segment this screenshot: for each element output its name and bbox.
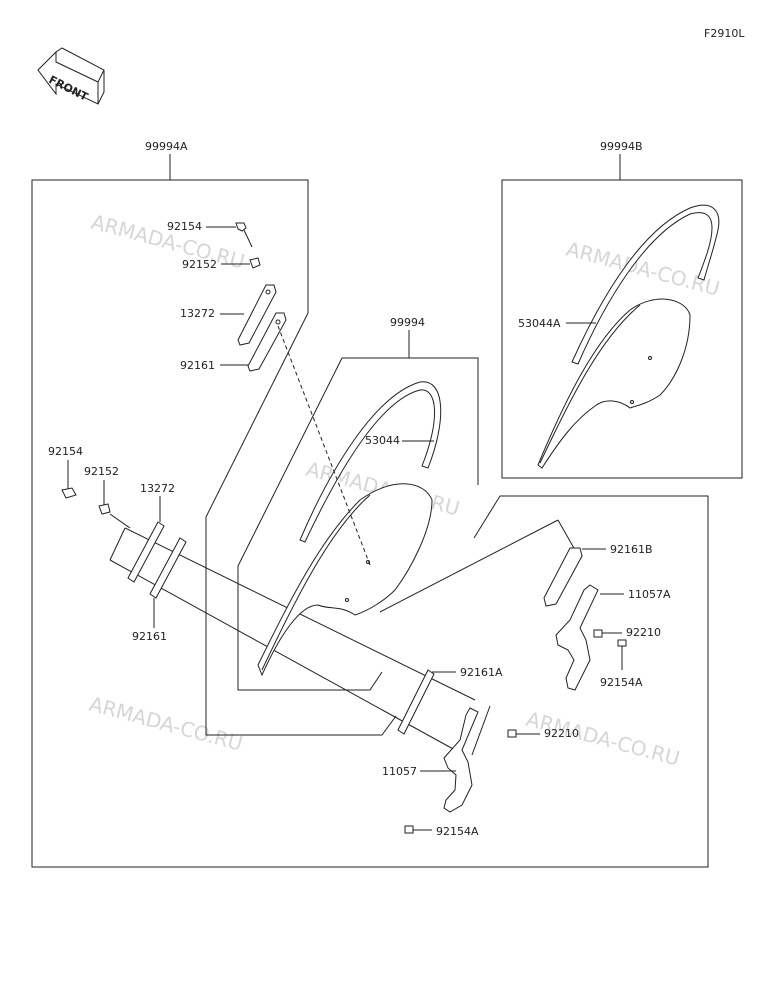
group-label-99994b: 99994B bbox=[600, 140, 643, 153]
trim-53044: 53044 bbox=[299, 381, 442, 543]
label-92152-top: 92152 bbox=[182, 258, 217, 271]
label-92154-left: 92154 bbox=[48, 445, 83, 458]
group-99994b-frame: 99994B bbox=[501, 140, 743, 479]
windshield-main bbox=[257, 483, 433, 677]
label-92152-left: 92152 bbox=[84, 465, 119, 478]
label-53044a: 53044A bbox=[518, 317, 561, 330]
group-label-99994: 99994 bbox=[390, 316, 425, 329]
label-92154a-bottom: 92154A bbox=[436, 825, 479, 838]
group-99994a-frame: 99994A bbox=[31, 140, 709, 868]
label-92161a: 92161A bbox=[460, 666, 503, 679]
label-92161-left: 92161 bbox=[132, 630, 167, 643]
diagram-code: F2910L bbox=[704, 27, 745, 40]
label-92154a-right: 92154A bbox=[600, 676, 643, 689]
right-bracket-group: 92161B 11057A 92210 92154A bbox=[379, 519, 671, 691]
label-13272-left: 13272 bbox=[140, 482, 175, 495]
label-11057a: 11057A bbox=[628, 588, 671, 601]
label-13272-top: 13272 bbox=[180, 307, 215, 320]
label-92210-bottom: 92210 bbox=[544, 727, 579, 740]
label-92161b: 92161B bbox=[610, 543, 653, 556]
group-99994-frame: 99994 bbox=[237, 316, 479, 691]
windshield-b: 53044A bbox=[518, 204, 720, 469]
label-92154-top: 92154 bbox=[167, 220, 202, 233]
label-11057: 11057 bbox=[382, 765, 417, 778]
label-92210-right: 92210 bbox=[626, 626, 661, 639]
front-arrow-icon: FRONT bbox=[37, 47, 105, 105]
label-92161-top: 92161 bbox=[180, 359, 215, 372]
left-hardware: 92154 92152 13272 92161 bbox=[48, 445, 187, 643]
group-label-99994a: 99994A bbox=[145, 140, 188, 153]
watermark-text: ARMADA-CO.RU bbox=[87, 692, 246, 756]
label-53044: 53044 bbox=[365, 434, 400, 447]
bottom-bracket-group: 92161A 11057 92210 92154A bbox=[382, 666, 579, 838]
top-hardware: 92154 92152 13272 92161 bbox=[167, 220, 371, 566]
